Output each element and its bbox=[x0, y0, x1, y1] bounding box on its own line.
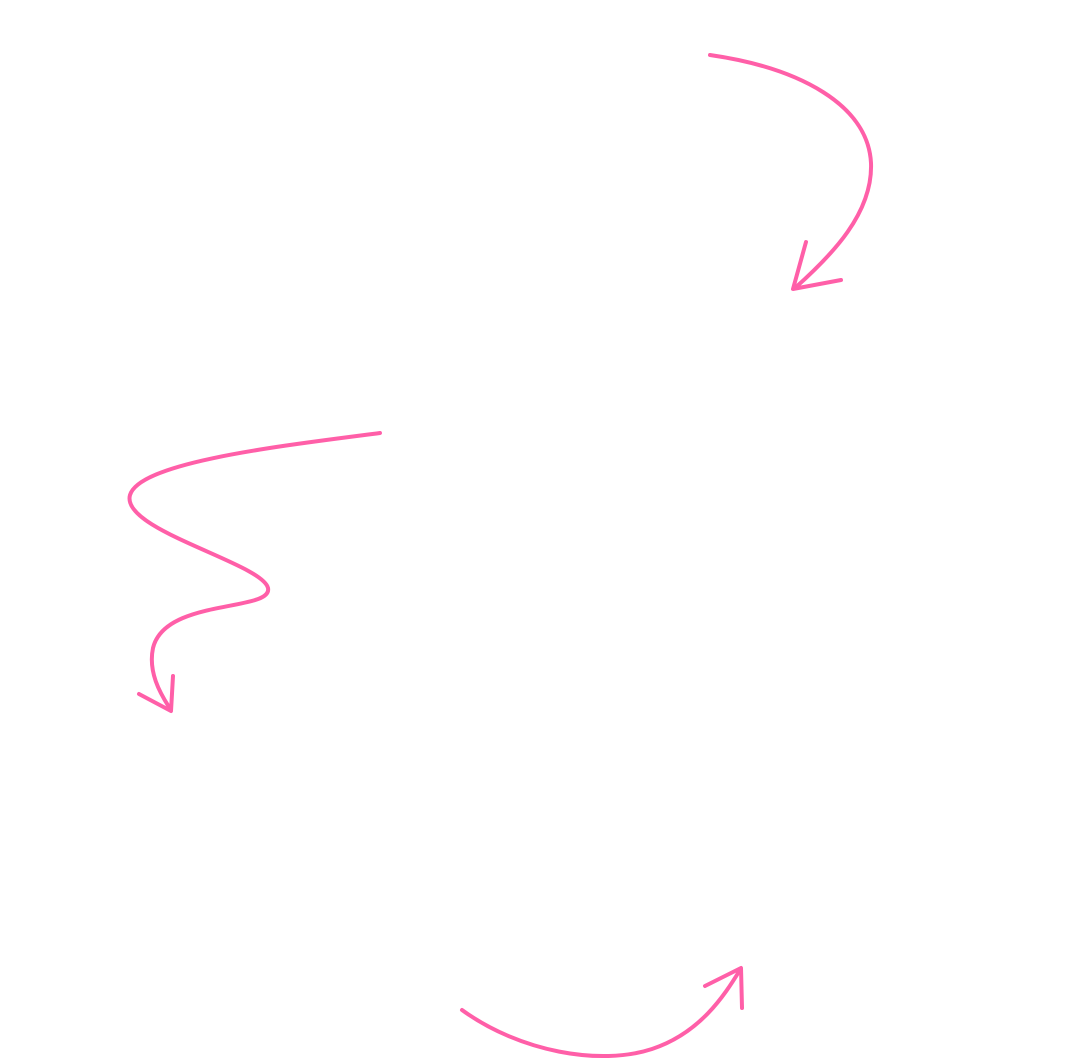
curved-arrow-up-icon bbox=[460, 966, 744, 1059]
squiggly-arrow-down-icon bbox=[127, 431, 382, 713]
curved-arrow-down-icon bbox=[708, 53, 874, 291]
